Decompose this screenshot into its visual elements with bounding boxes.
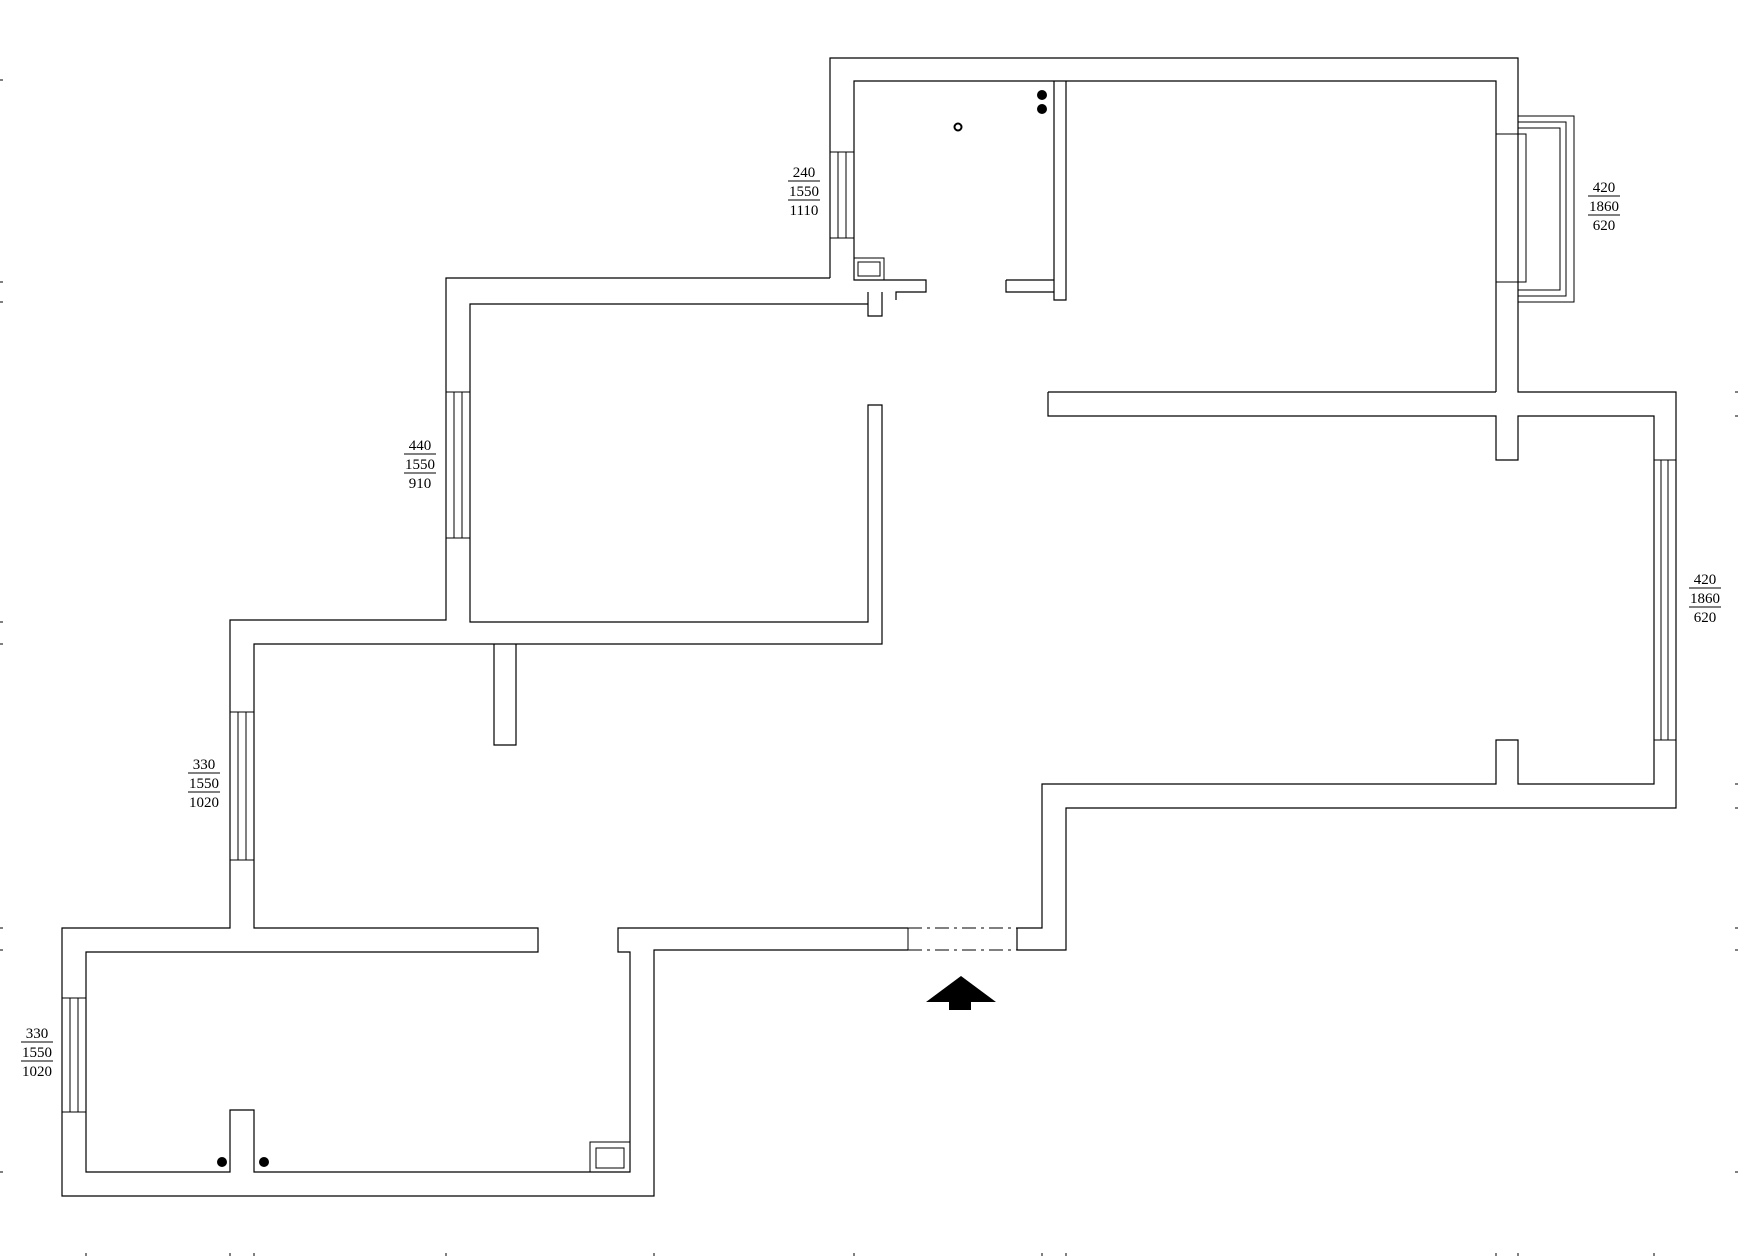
entry-door xyxy=(907,927,1018,951)
shaft-icon xyxy=(853,257,885,281)
window-width-text: 1020 xyxy=(22,1064,52,1080)
wall-north-outer xyxy=(829,57,1677,951)
window-sill-text: 420 xyxy=(1593,180,1616,196)
entrance-arrow-icon xyxy=(926,976,996,1010)
window-north-small xyxy=(829,151,855,239)
pipe-icon xyxy=(1037,104,1047,114)
window-labels: 240 1550 1110 420 1860 620 440 1550 910 … xyxy=(21,165,1721,1080)
window-sill-text: 440 xyxy=(409,438,432,454)
window-width-text: 620 xyxy=(1694,610,1717,626)
pipe-icon xyxy=(259,1157,269,1167)
label-north-small: 240 1550 1110 xyxy=(788,165,820,219)
label-north-bay: 420 1860 620 xyxy=(1588,180,1620,234)
wall-kitchen-left xyxy=(829,222,927,300)
window-sill-text: 420 xyxy=(1694,572,1717,588)
wall-middle-stub xyxy=(493,644,517,746)
walls xyxy=(61,57,1677,1197)
shaft-icon xyxy=(589,1141,631,1173)
window-width-text: 1110 xyxy=(790,203,819,219)
label-west-middle: 330 1550 1020 xyxy=(188,757,220,811)
window-width-text: 1020 xyxy=(189,795,219,811)
window-height-text: 1550 xyxy=(22,1045,52,1061)
window-height-text: 1550 xyxy=(405,457,435,473)
window-west-middle xyxy=(229,711,255,861)
window-width-text: 620 xyxy=(1593,218,1616,234)
window-west-lower xyxy=(61,997,87,1113)
pipe-icon xyxy=(217,1157,227,1167)
label-east-long: 420 1860 620 xyxy=(1689,572,1721,626)
fixtures xyxy=(217,90,1047,1173)
label-west-upper: 440 1550 910 xyxy=(404,438,436,492)
wall-north-inner xyxy=(853,80,1497,392)
wall-upper-bedroom-inner xyxy=(85,303,908,1173)
pipe-icon xyxy=(1037,90,1047,100)
window-sill-text: 240 xyxy=(793,165,816,181)
window-height-text: 1550 xyxy=(189,776,219,792)
label-west-lower: 330 1550 1020 xyxy=(21,1026,53,1080)
margin-ticks xyxy=(0,79,1738,1256)
wall-east-bedroom xyxy=(1016,391,1655,950)
wall-upper-bedroom-outer xyxy=(61,277,908,1197)
window-height-text: 1860 xyxy=(1589,199,1619,215)
window-north-bay xyxy=(1496,115,1575,303)
window-height-text: 1550 xyxy=(789,184,819,200)
window-sill-text: 330 xyxy=(26,1026,49,1042)
window-sill-text: 330 xyxy=(193,757,216,773)
windows xyxy=(61,115,1677,1113)
window-height-text: 1860 xyxy=(1690,591,1720,607)
wall-kitchen-post xyxy=(867,292,883,317)
window-west-upper xyxy=(445,391,471,539)
wall-kitchen-stub xyxy=(1005,279,1054,293)
floor-drain-icon xyxy=(953,122,963,132)
window-east-long xyxy=(1653,459,1677,741)
window-width-text: 910 xyxy=(409,476,432,492)
wall-kitchen-partition xyxy=(1053,81,1067,301)
